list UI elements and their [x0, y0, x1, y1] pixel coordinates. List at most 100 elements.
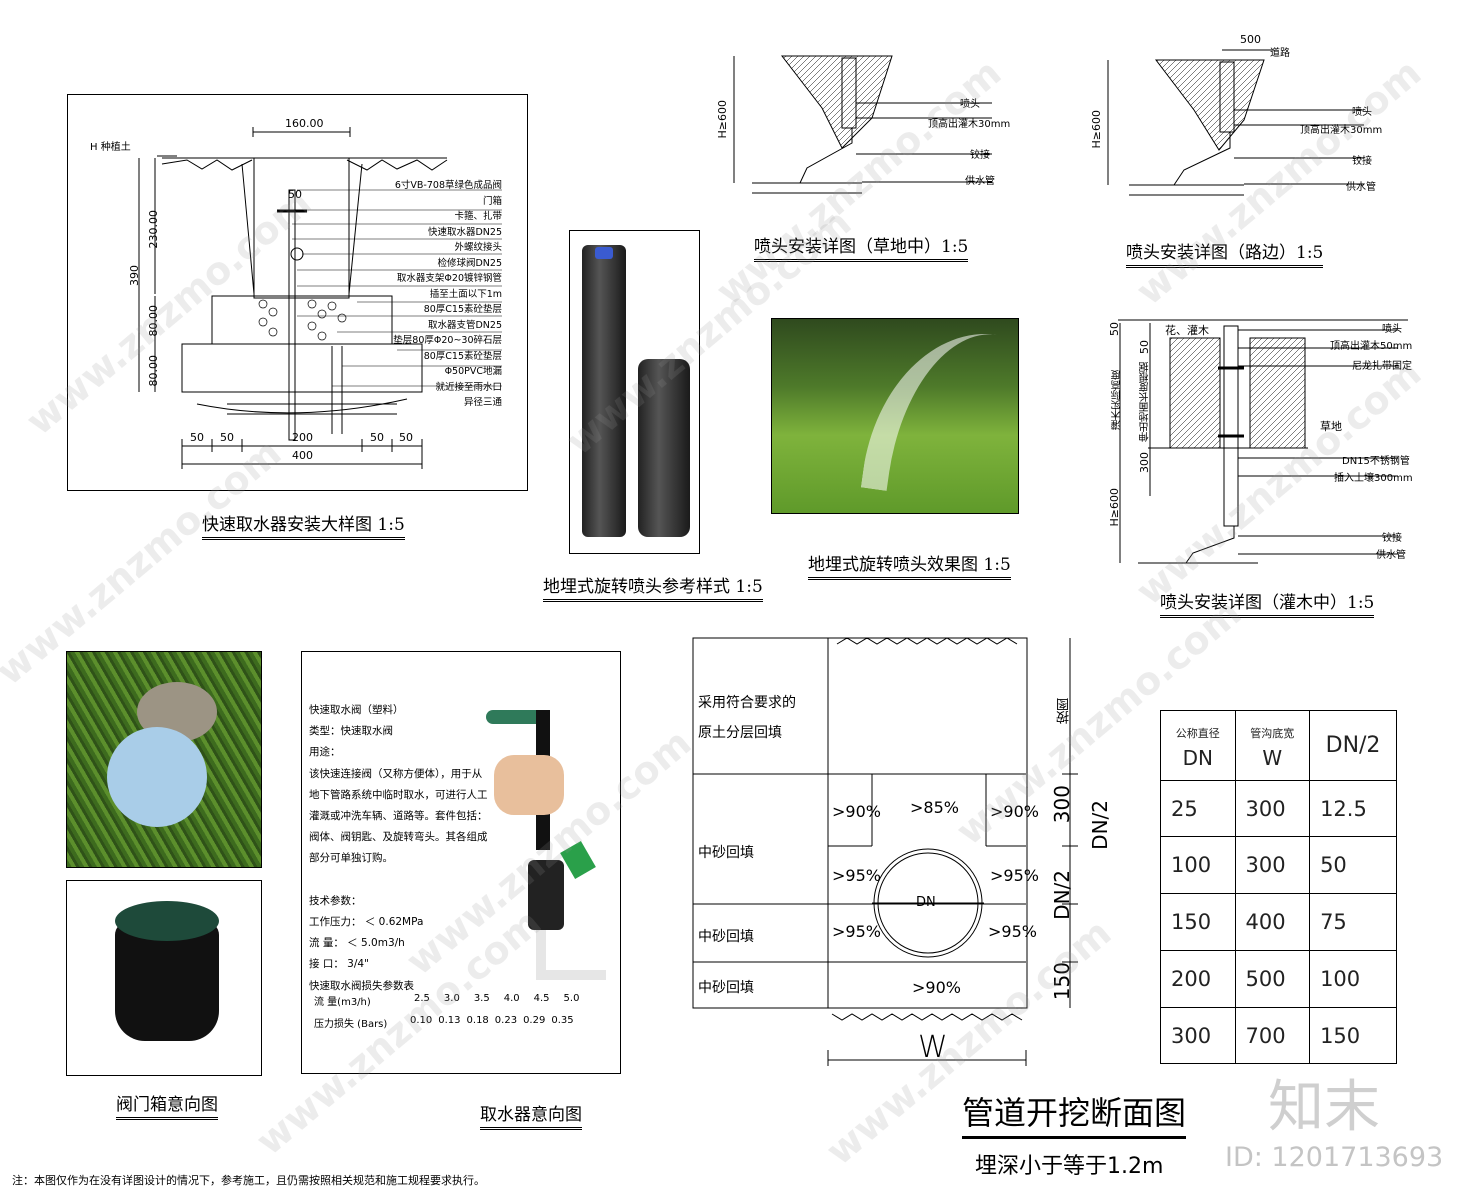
valve-callout: 就近接至雨水口 [435, 381, 502, 393]
shrub-callout: DN15不锈钢管 [1342, 456, 1410, 467]
shrub-detail-title: 喷头安装详图（灌木中）1:5 [1160, 588, 1375, 618]
trench-percent: >95% [832, 922, 881, 941]
road-callout: 供水管 [1346, 182, 1376, 193]
water-taker-flow-row: 流 量(m3/h) 2.5 3.0 3.5 4.0 4.5 5.0 [314, 993, 579, 1008]
valve-bottom-dim: 50 [399, 431, 413, 444]
lawn-callout: 喷头 [960, 99, 980, 110]
valve-box-lid [107, 727, 207, 827]
water-spray [860, 319, 1010, 505]
shrub-dim-50b: 50 [1138, 340, 1151, 354]
valve-callouts: 6寸VB-708草绿色成品阀门箱 卡箍、扎带 快速取水器DN25 外螺纹接头 检… [390, 178, 502, 411]
valve-callout: 检修球阀DN25 [437, 257, 502, 269]
loss-cell: 0.23 [494, 1015, 518, 1026]
shrub-callout: 尼龙扎带固定 [1352, 361, 1412, 372]
valve-box-photo [66, 880, 262, 1076]
loss-cell: 0.29 [523, 1015, 546, 1026]
valve-box-ground-photo [66, 651, 262, 868]
valve-detail-drawing [138, 127, 502, 469]
valve-callout: 垫层80厚Φ20~30碎石层 [393, 335, 502, 346]
lawn-dim-h: H≥600 [716, 100, 729, 139]
valve-callout: 快速取水器DN25 [427, 226, 502, 238]
shrub-callout: 供水管 [1376, 550, 1406, 561]
trench-row-label: 采用符合要求的 [698, 695, 796, 711]
footer-note: 注：本图仅作为在没有详图设计的情况下，参考施工，且仍需按照相关规范和施工规程要求… [12, 1174, 485, 1187]
dn-cell: 300 [1160, 1007, 1236, 1064]
trench-right-dim: DN/2 [1088, 800, 1112, 850]
water-taker-line: 类型：快速取水阀 [309, 725, 393, 738]
shrub-callout: 顶高出灌木50mm [1330, 341, 1413, 352]
shrub-callout: 喷头 [1382, 324, 1402, 335]
lawn-photo-title: 地埋式旋转喷头效果图 1:5 [808, 550, 1011, 580]
water-taker-line [309, 870, 499, 891]
water-taker-line: 该快速连接阀（又称方便体），用于从 [309, 767, 483, 780]
trench-percent: >90% [912, 978, 961, 997]
trench-percent: >95% [832, 866, 881, 885]
valve-box-top [115, 901, 219, 941]
trench-width-label: W [918, 1030, 948, 1065]
water-taker-line: 用途： [309, 746, 341, 759]
valve-detail-title: 快速取水器安装大样图 1:5 [202, 510, 405, 540]
flow-cell: 5.0 [563, 993, 580, 1004]
road-callout: 喷头 [1352, 107, 1372, 118]
water-taker-line: 技术参数： [309, 894, 362, 907]
flow-cell: 4.0 [503, 993, 520, 1004]
valve-dim-top: 160.00 [285, 117, 324, 130]
trench-right-dim: 150 [1050, 962, 1074, 1001]
water-taker-image [486, 700, 606, 980]
shrub-callout: 铰接 [1382, 533, 1402, 544]
water-taker-title: 取水器意向图 [480, 1100, 582, 1130]
shrub-side-b: 伸出地面长度根据 [1140, 362, 1151, 442]
valve-callout: 80厚C15素砼垫层 [423, 350, 502, 362]
valve-lid-green [560, 841, 596, 879]
lawn-photo [771, 318, 1019, 514]
valve-callout: 插至土面以下1m [429, 288, 502, 300]
valve-dim-80a: 80.00 [147, 305, 160, 337]
sprinkler-photo-title: 地埋式旋转喷头参考样式 1:5 [543, 572, 763, 602]
shrub-callout: 插入土壤300mm [1334, 473, 1413, 484]
half-dn-cell: 75 [1309, 893, 1397, 951]
valve-callout: 外螺纹接头 [454, 242, 502, 253]
valve-dim-total: 400 [292, 449, 313, 462]
valve-dim-390: 390 [128, 265, 141, 286]
elbow [536, 930, 606, 980]
lawn-callout: 顶高出灌木30mm [928, 119, 1011, 130]
water-taker-line: 快速取水阀损失参数表 [309, 979, 414, 992]
water-taker-line: 地下管路系统中临时取水，可进行人工 [309, 788, 488, 801]
shrub-dim-50a: 50 [1108, 322, 1121, 336]
trench-row-label: 原土分层回填 [698, 725, 782, 741]
dn-header: 公称直径 DN [1160, 710, 1236, 781]
valve-body [528, 860, 564, 930]
valve-callout: 80厚C15素砼垫层 [423, 304, 502, 315]
valve-callout: Φ50PVC地漏 [444, 366, 502, 377]
hose [486, 710, 546, 724]
trench-percent: >90% [832, 802, 881, 821]
dn-header-line: 公称直径 [1175, 726, 1220, 740]
dn-cell: 25 [1160, 780, 1236, 837]
shrub-grass: 草地 [1320, 420, 1342, 433]
water-taker-line: 流 量： ＜ 5.0m3/h [309, 937, 405, 950]
dn-header-line: DN [1182, 745, 1213, 770]
trench-row-label: 中砂回填 [698, 845, 754, 861]
shrub-sprinkler-drawing [1118, 319, 1408, 564]
valve-dim-50: 50 [288, 188, 302, 201]
road-dim-500: 500 [1240, 33, 1261, 46]
valve-callout: 6寸VB-708草绿色成品阀门箱 [394, 180, 502, 207]
loss-cell: 压力损失 (Bars) [314, 1019, 388, 1030]
half-dn-cell: 150 [1309, 1007, 1397, 1064]
loss-cell: 0.18 [466, 1015, 489, 1026]
shrub-side-a: 灌木实际高度 [1112, 370, 1123, 430]
trench-percent: >85% [910, 798, 959, 817]
water-taker-frame [301, 651, 621, 1074]
lawn-callout: 铰接 [970, 150, 990, 161]
trench-title: 管道开挖断面图 [962, 1088, 1187, 1139]
w-cell: 300 [1234, 780, 1311, 837]
dn-cell: 200 [1160, 950, 1236, 1008]
half-dn-cell: 12.5 [1309, 780, 1397, 837]
lawn-sprinkler-drawing [733, 55, 992, 194]
road-callout: 铰接 [1352, 156, 1372, 167]
road-sprinkler-drawing [1107, 49, 1364, 196]
trench-right-dim: 按图 [1057, 698, 1072, 724]
valve-dim-230: 230.00 [147, 210, 160, 249]
loss-cell: 0.35 [551, 1015, 574, 1026]
